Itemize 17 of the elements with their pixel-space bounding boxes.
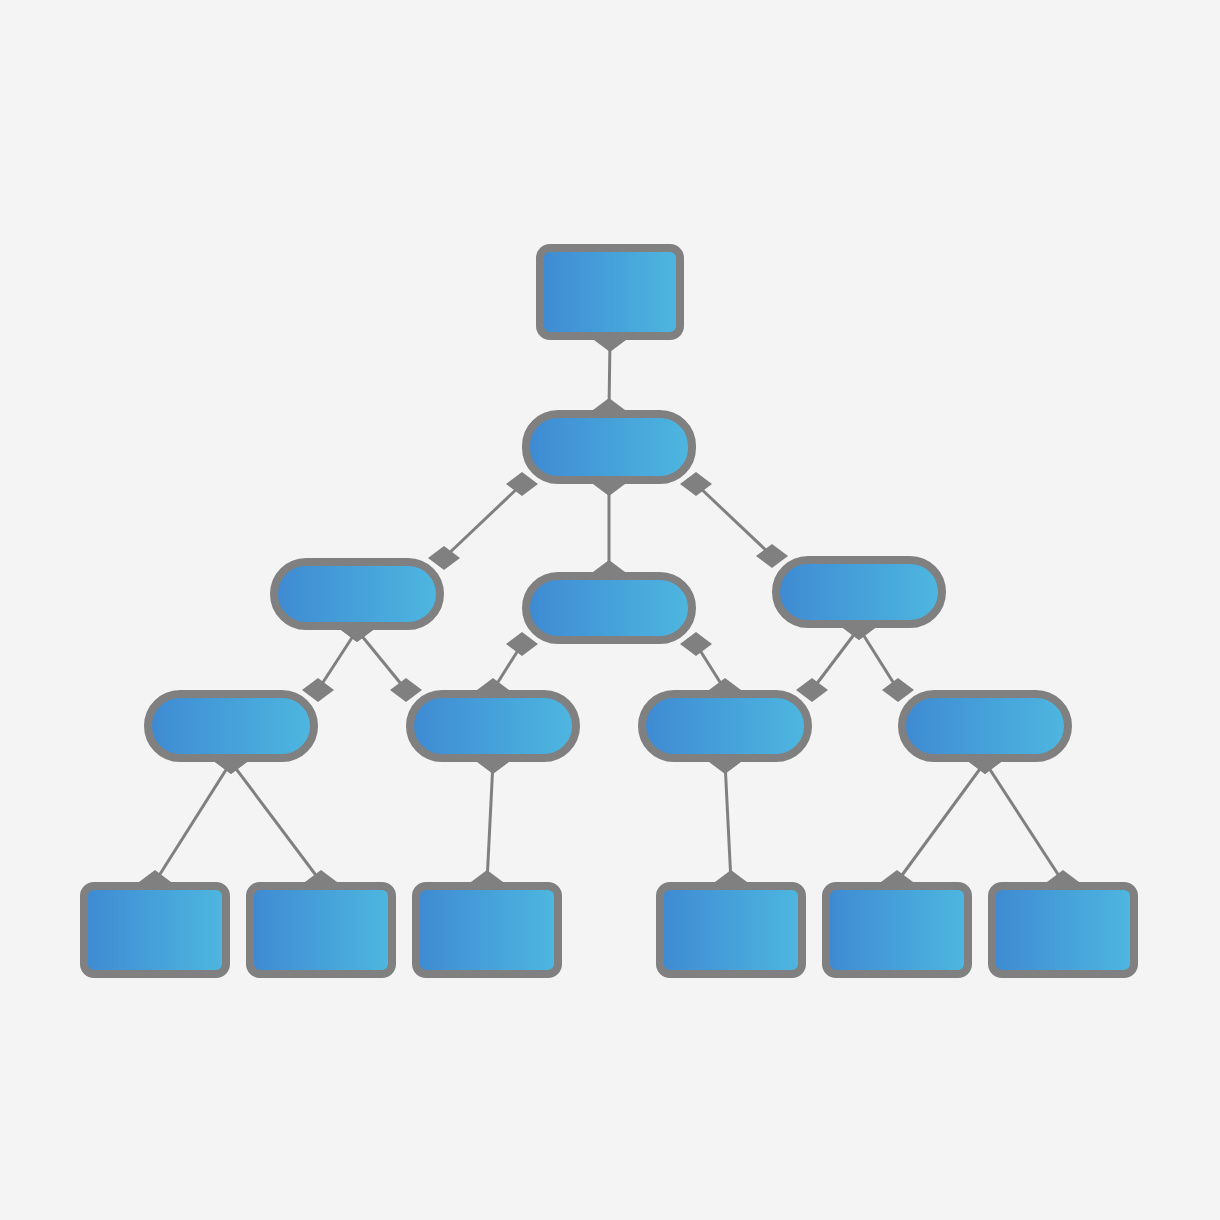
rounded-box [406, 690, 580, 762]
connector-line [680, 472, 788, 568]
rounded-box [522, 572, 696, 644]
rounded-box [898, 690, 1072, 762]
connector-line [428, 472, 538, 570]
rounded-box [270, 558, 444, 630]
process-box [988, 882, 1138, 978]
process-box [656, 882, 806, 978]
rounded-box [144, 690, 318, 762]
rounded-box [772, 556, 946, 628]
rounded-box [522, 410, 696, 484]
process-box [246, 882, 396, 978]
process-box [80, 882, 230, 978]
rounded-box [638, 690, 812, 762]
process-box [822, 882, 972, 978]
process-box [412, 882, 562, 978]
process-box [536, 244, 684, 340]
